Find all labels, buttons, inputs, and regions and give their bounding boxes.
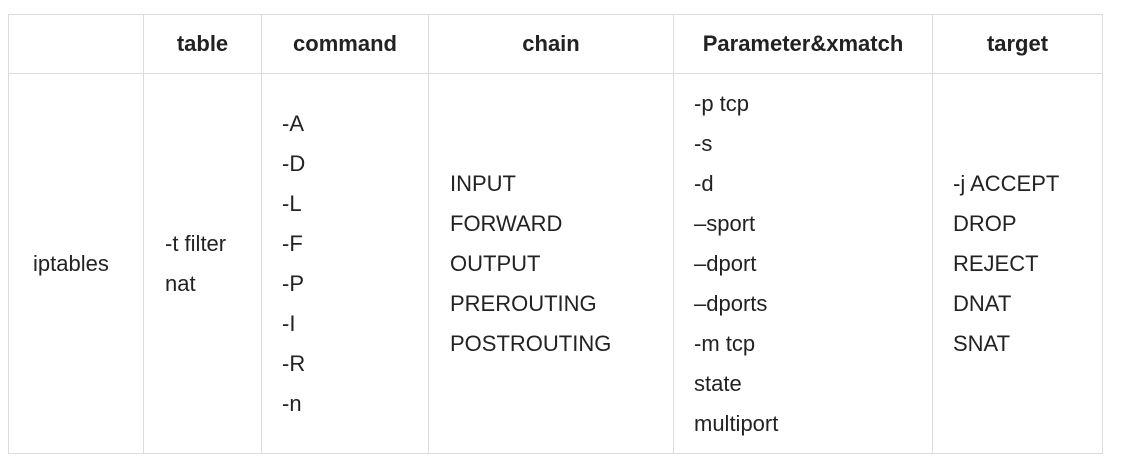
cell-target: -j ACCEPT DROP REJECT DNAT SNAT [932, 73, 1103, 454]
command-item: -F [282, 230, 303, 256]
chain-item: FORWARD [450, 210, 563, 236]
chain-item: OUTPUT [450, 250, 541, 276]
cell-parameter: -p tcp -s -d –sport –dport –dports -m tcp state… [673, 73, 933, 454]
table-row: iptables -t filter nat -A -D -L -F -P -I -R -n I… [8, 73, 1103, 454]
parameter-item: –sport [694, 210, 756, 236]
target-item: DNAT [953, 290, 1012, 316]
chain-item: PREROUTING [450, 290, 597, 316]
iptables-reference-table: table command chain Parameter&xmatch tar… [8, 14, 1103, 454]
cell-table: -t filter nat [143, 73, 262, 454]
cell-command: -A -D -L -F -P -I -R -n [261, 73, 429, 454]
parameter-item: –dports [694, 290, 768, 316]
header-chain: chain [428, 14, 674, 74]
header-command: command [261, 14, 429, 74]
parameter-item: -m tcp [694, 330, 756, 356]
target-item: DROP [953, 210, 1017, 236]
command-item: -R [282, 350, 306, 376]
header-table: table [143, 14, 262, 74]
chain-item: POSTROUTING [450, 330, 612, 356]
cell-chain: INPUT FORWARD OUTPUT PREROUTING POSTROUTING [428, 73, 674, 454]
chain-item: INPUT [450, 170, 516, 196]
command-item: -n [282, 390, 302, 416]
parameter-item: -s [694, 130, 713, 156]
cell-program: iptables [8, 73, 144, 454]
header-target: target [932, 14, 1103, 74]
command-item: -D [282, 150, 306, 176]
command-item: -I [282, 310, 296, 336]
table-item: -t filter [165, 230, 227, 256]
parameter-item: multiport [694, 410, 779, 436]
program-item: iptables [33, 250, 109, 276]
command-item: -A [282, 110, 304, 136]
parameter-item: state [694, 370, 742, 396]
parameter-item: -p tcp [694, 90, 750, 116]
target-item: SNAT [953, 330, 1011, 356]
command-item: -P [282, 270, 304, 296]
table-item: nat [165, 270, 196, 296]
parameter-item: -d [694, 170, 714, 196]
command-item: -L [282, 190, 302, 216]
header-parameter: Parameter&xmatch [673, 14, 933, 74]
header-empty [8, 14, 144, 74]
target-item: REJECT [953, 250, 1039, 276]
header-row: table command chain Parameter&xmatch tar… [8, 14, 1103, 74]
target-item: -j ACCEPT [953, 170, 1060, 196]
parameter-item: –dport [694, 250, 757, 276]
